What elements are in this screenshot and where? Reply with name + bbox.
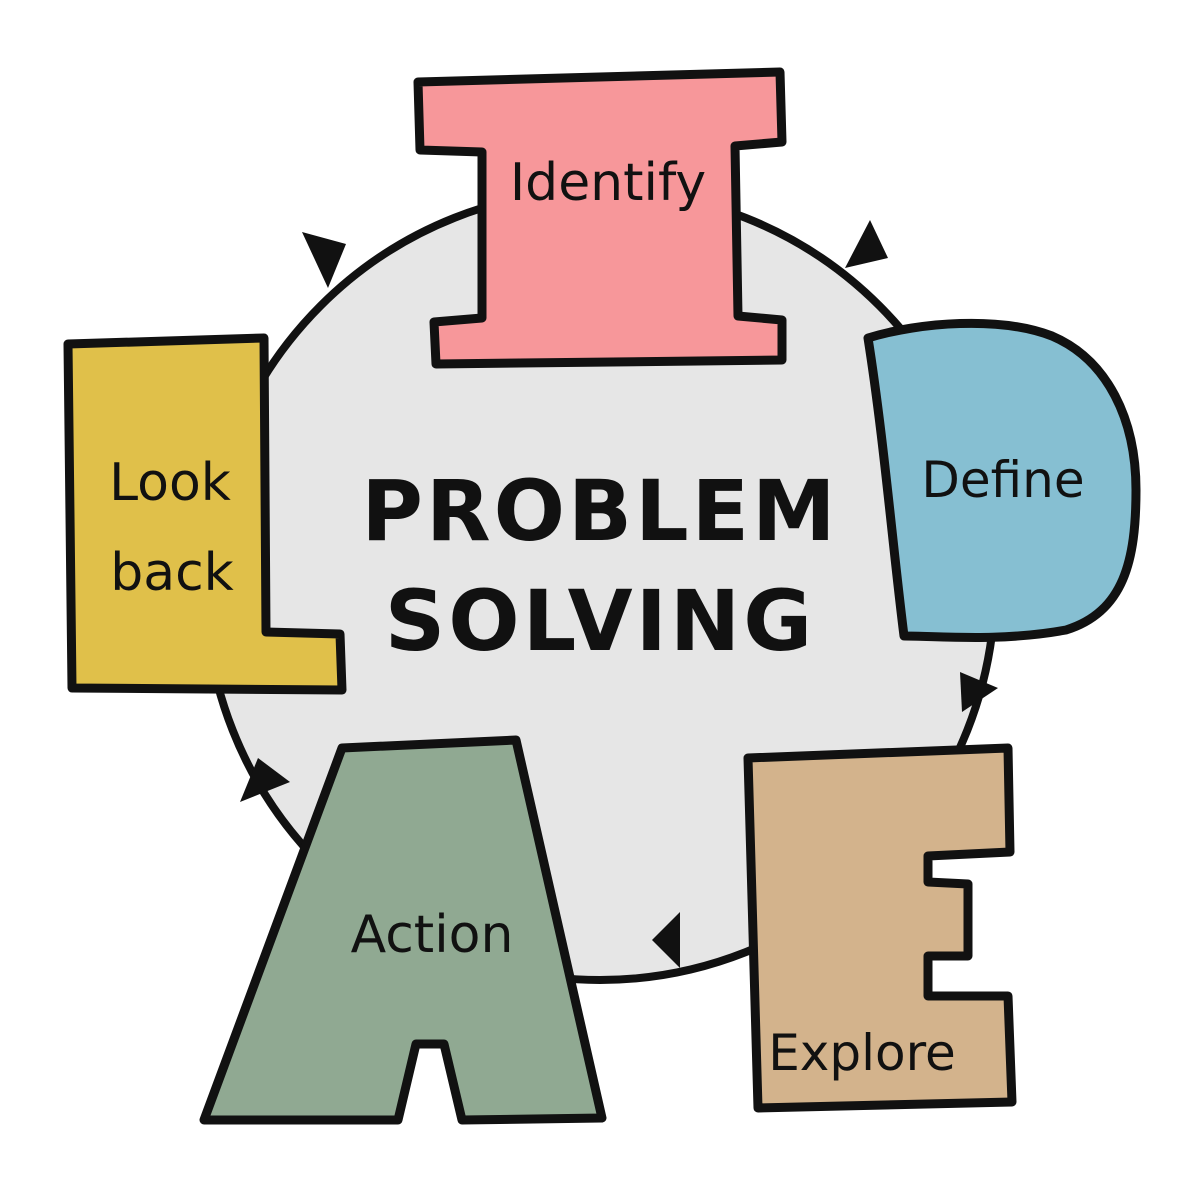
step-explore: Explore — [743, 743, 1017, 1113]
identify-label: Identify — [510, 153, 706, 213]
title-line-1: PROBLEM — [361, 462, 838, 560]
lookback-label-line1: Look — [109, 453, 231, 513]
arrow-action-to-lookback — [240, 758, 290, 802]
arrow-define-to-explore — [960, 672, 998, 712]
title-line-2: SOLVING — [385, 572, 815, 670]
define-label: Define — [921, 451, 1084, 509]
step-lookback: Look back — [63, 333, 347, 695]
arrow-lookback-to-identify — [302, 232, 346, 288]
arrow-explore-to-action — [652, 912, 680, 968]
letter-l-shape — [63, 333, 347, 695]
lookback-label-line2: back — [110, 543, 234, 603]
step-define: Define — [863, 318, 1141, 642]
arrow-identify-to-define — [845, 220, 888, 268]
step-action: Action — [199, 735, 607, 1125]
explore-label: Explore — [768, 1024, 956, 1082]
letter-e-shape — [743, 743, 1017, 1113]
cycle-arrows — [240, 220, 998, 968]
action-label: Action — [351, 905, 514, 965]
step-identify: Identify — [413, 67, 787, 369]
center-title: PROBLEM SOLVING — [361, 462, 838, 670]
letter-a-shape — [199, 735, 607, 1125]
letter-i-shape — [413, 67, 787, 369]
letter-d-shape — [863, 318, 1141, 642]
